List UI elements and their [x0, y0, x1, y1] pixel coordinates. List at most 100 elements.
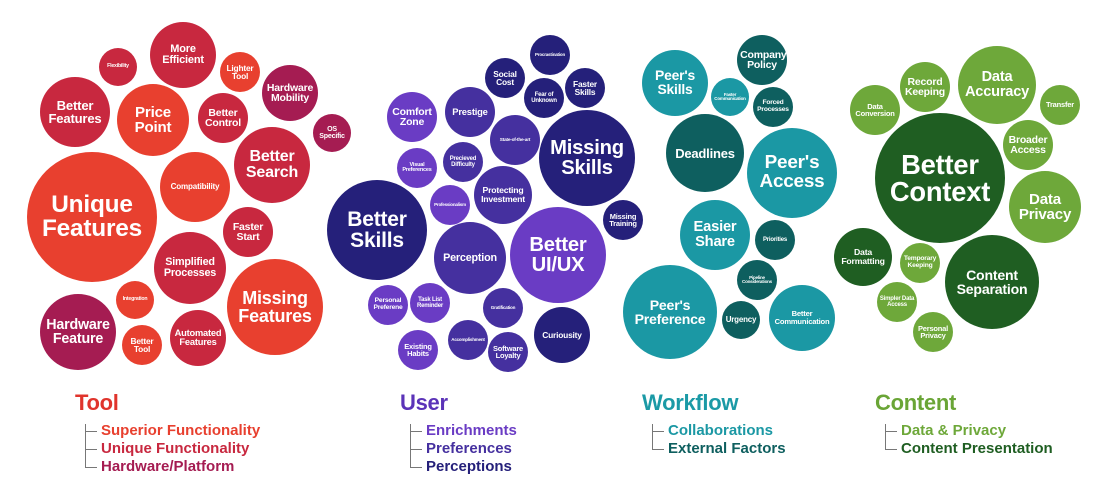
- bubble-forced-processes: Forced Processes: [753, 87, 793, 127]
- bubble-better-tool: Better Tool: [122, 325, 162, 365]
- legend-item: Enrichments: [410, 422, 517, 439]
- bubble-prestige: Prestige: [445, 87, 495, 137]
- bubble-procrastination: Procrastination: [530, 35, 570, 75]
- bubble-label: Faster Communication: [714, 91, 746, 101]
- bubble-label: Peer's Access: [759, 152, 825, 192]
- bubble-label: Faster Start: [232, 220, 264, 243]
- bubble-label: Protecting Investment: [481, 185, 525, 204]
- bubble-peer-s-access: Peer's Access: [747, 128, 837, 218]
- bubble-label: Accomplishment: [451, 336, 485, 342]
- bubble-label: Better UI/UX: [529, 233, 587, 276]
- bubble-content-separation: Content Separation: [945, 235, 1039, 329]
- bubble-label: Hardware Feature: [46, 316, 110, 347]
- bubble-existing-habits: Existing Habits: [398, 330, 438, 370]
- bubble-fear-of-unknown: Fear of Unknown: [524, 78, 564, 118]
- bubble-simpler-data-access: Simpler Data Access: [877, 282, 917, 322]
- bubble-data-accuracy: Data Accuracy: [958, 46, 1036, 124]
- bubble-os-specific: OS Specific: [313, 114, 351, 152]
- bubble-label: Curiousity: [542, 329, 582, 340]
- bubble-label: Compatibility: [170, 181, 220, 191]
- bubble-personal-preferene: Personal Preferene: [368, 285, 408, 325]
- legend-title: Content: [875, 390, 956, 415]
- bubble-label: Easier Share: [693, 219, 737, 250]
- bubble-curiousity: Curiousity: [534, 307, 590, 363]
- bubble-label: Unique Features: [41, 190, 143, 242]
- bubble-better-context: Better Context: [875, 113, 1005, 243]
- bubble-label: Hardware Mobility: [266, 81, 314, 104]
- bubble-social-cost: Social Cost: [485, 58, 525, 98]
- bubble-better-control: Better Control: [198, 93, 248, 143]
- bubble-integration: Integration: [116, 281, 154, 319]
- legend-title: Tool: [75, 390, 119, 415]
- legend-user: User Enrichments Preferences Perceptions: [400, 390, 517, 476]
- bubble-label: Automated Features: [174, 327, 222, 347]
- bubble-better-skills: Better Skills: [327, 180, 427, 280]
- bubble-precieved-difficulty: Precieved Difficulty: [443, 142, 483, 182]
- bubble-label: Forced Processes: [757, 99, 789, 113]
- bubble-label: Professionalism: [434, 201, 466, 207]
- bubble-label: Better Search: [245, 148, 299, 181]
- bubble-label: Software Loyalty: [492, 343, 524, 360]
- bubble-missing-training: Missing Training: [603, 200, 643, 240]
- legend-item: Content Presentation: [885, 440, 1053, 457]
- bubble-label: Urgency: [725, 315, 757, 324]
- legend-item: Perceptions: [410, 458, 517, 476]
- bubble-temporary-keeping: Temporary Keeping: [900, 243, 940, 283]
- bubble-missing-skills: Missing Skills: [539, 110, 635, 206]
- bubble-data-privacy: Data Privacy: [1009, 171, 1081, 243]
- bubble-label: Social Cost: [493, 68, 517, 87]
- bubble-label: Record Keeping: [904, 75, 946, 98]
- bubble-label: Data Formatting: [841, 247, 885, 266]
- bubble-label: Transfer: [1046, 100, 1074, 110]
- bubble-visual-preferences: Visual Preferences: [397, 148, 437, 188]
- bubble-label: Data Privacy: [1018, 190, 1072, 223]
- legend-tool: Tool Superior Functionality Unique Funct…: [75, 390, 260, 476]
- bubble-flexibility: Flexibility: [99, 48, 137, 86]
- legend-item: Preferences: [410, 440, 517, 458]
- bubble-better-communication: Better Communication: [769, 285, 835, 351]
- bubble-label: Integration: [122, 296, 148, 303]
- bubble-transfer: Transfer: [1040, 85, 1080, 125]
- bubble-urgency: Urgency: [722, 301, 760, 339]
- legend-title: User: [400, 390, 448, 415]
- bubble-label: Better Skills: [347, 208, 407, 252]
- bubble-label: Existing Habits: [404, 341, 432, 358]
- bubble-label: Personal Privacy: [917, 323, 949, 340]
- bubble-lighter-tool: Lighter Tool: [220, 52, 260, 92]
- bubble-label: Broader Access: [1008, 133, 1048, 156]
- bubble-label: Data Accuracy: [964, 69, 1030, 100]
- bubble-label: Visual Preferences: [402, 161, 432, 173]
- bubble-label: Flexibility: [107, 63, 129, 70]
- bubble-label: Missing Training: [609, 211, 637, 228]
- bubble-label: OS Specific: [319, 124, 345, 140]
- legend-item: Data & Privacy: [885, 422, 1053, 440]
- bubble-simplified-processes: Simplified Processes: [154, 232, 226, 304]
- bubble-label: Better Context: [889, 148, 991, 207]
- bubble-label: Priorities: [762, 237, 787, 243]
- bubble-label: Gratification: [490, 304, 516, 310]
- legend-workflow: Workflow Collaborations External Factors: [642, 390, 786, 458]
- bubble-peer-s-skills: Peer's Skills: [642, 50, 708, 116]
- bubble-data-conversion: Data Conversion: [850, 85, 900, 135]
- bubble-label: Perception: [443, 251, 497, 264]
- bubble-professionalism: Professionalism: [430, 185, 470, 225]
- bubble-label: Lighter Tool: [226, 62, 254, 81]
- bubble-peer-s-preference: Peer's Preference: [623, 265, 717, 359]
- bubble-label: Pipeline Considerations: [742, 274, 772, 284]
- bubble-more-efficient: More Efficient: [150, 22, 216, 88]
- bubble-hardware-mobility: Hardware Mobility: [262, 65, 318, 121]
- legend-title: Workflow: [642, 390, 739, 415]
- bubble-company-policy: Company Policy: [737, 35, 787, 85]
- bubble-label: Personal Preferene: [373, 297, 403, 311]
- bubble-deadlines: Deadlines: [666, 114, 744, 192]
- bubble-faster-skills: Faster Skills: [565, 68, 605, 108]
- legend-item: Unique Functionality: [84, 440, 260, 458]
- bubble-personal-privacy: Personal Privacy: [913, 312, 953, 352]
- bubble-label: Peer's Preference: [634, 296, 706, 327]
- bubble-faster-communication: Faster Communication: [711, 78, 749, 116]
- bubble-label: Temporary Keeping: [903, 255, 937, 269]
- bubble-broader-access: Broader Access: [1003, 120, 1053, 170]
- bubble-label: Missing Features: [238, 288, 312, 326]
- bubble-label: Better Communication: [774, 309, 830, 326]
- bubble-comfort-zone: Comfort Zone: [387, 92, 437, 142]
